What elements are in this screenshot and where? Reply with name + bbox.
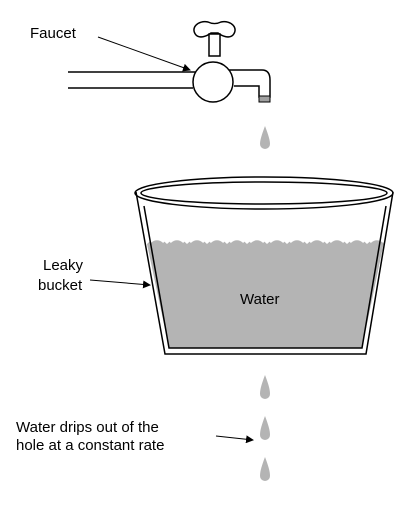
water-drop-2 — [260, 416, 270, 440]
bucket-rim-outer — [134, 176, 394, 210]
water-drop-3 — [260, 457, 270, 481]
faucet-handle — [193, 20, 236, 38]
faucet-nozzle — [258, 95, 271, 103]
water-surface-waves — [149, 237, 385, 243]
drips-arrow — [215, 435, 254, 444]
leaky-bucket-label-line1: Leaky — [43, 257, 84, 274]
bucket — [134, 176, 394, 355]
faucet-stem — [208, 33, 221, 57]
leaky-bucket-label-line2: bucket — [38, 277, 83, 294]
bucket-rim-inner — [140, 181, 388, 205]
faucet-label: Faucet — [30, 25, 77, 42]
water-drop-top — [260, 126, 270, 149]
drips-label-line1: Water drips out of the — [16, 419, 159, 436]
bucket-inner-wall — [143, 205, 387, 349]
drips-label-line2: hole at a constant rate — [16, 437, 164, 454]
faucet-spout — [228, 69, 271, 98]
water-label: Water — [240, 291, 279, 308]
leaky-bucket-arrow — [89, 279, 151, 289]
bucket-water — [147, 238, 384, 348]
faucet — [68, 20, 271, 103]
faucet-body — [192, 61, 234, 103]
faucet-arrow — [97, 36, 191, 72]
bucket-outer-wall — [135, 191, 394, 355]
water-drop-1 — [260, 375, 270, 399]
